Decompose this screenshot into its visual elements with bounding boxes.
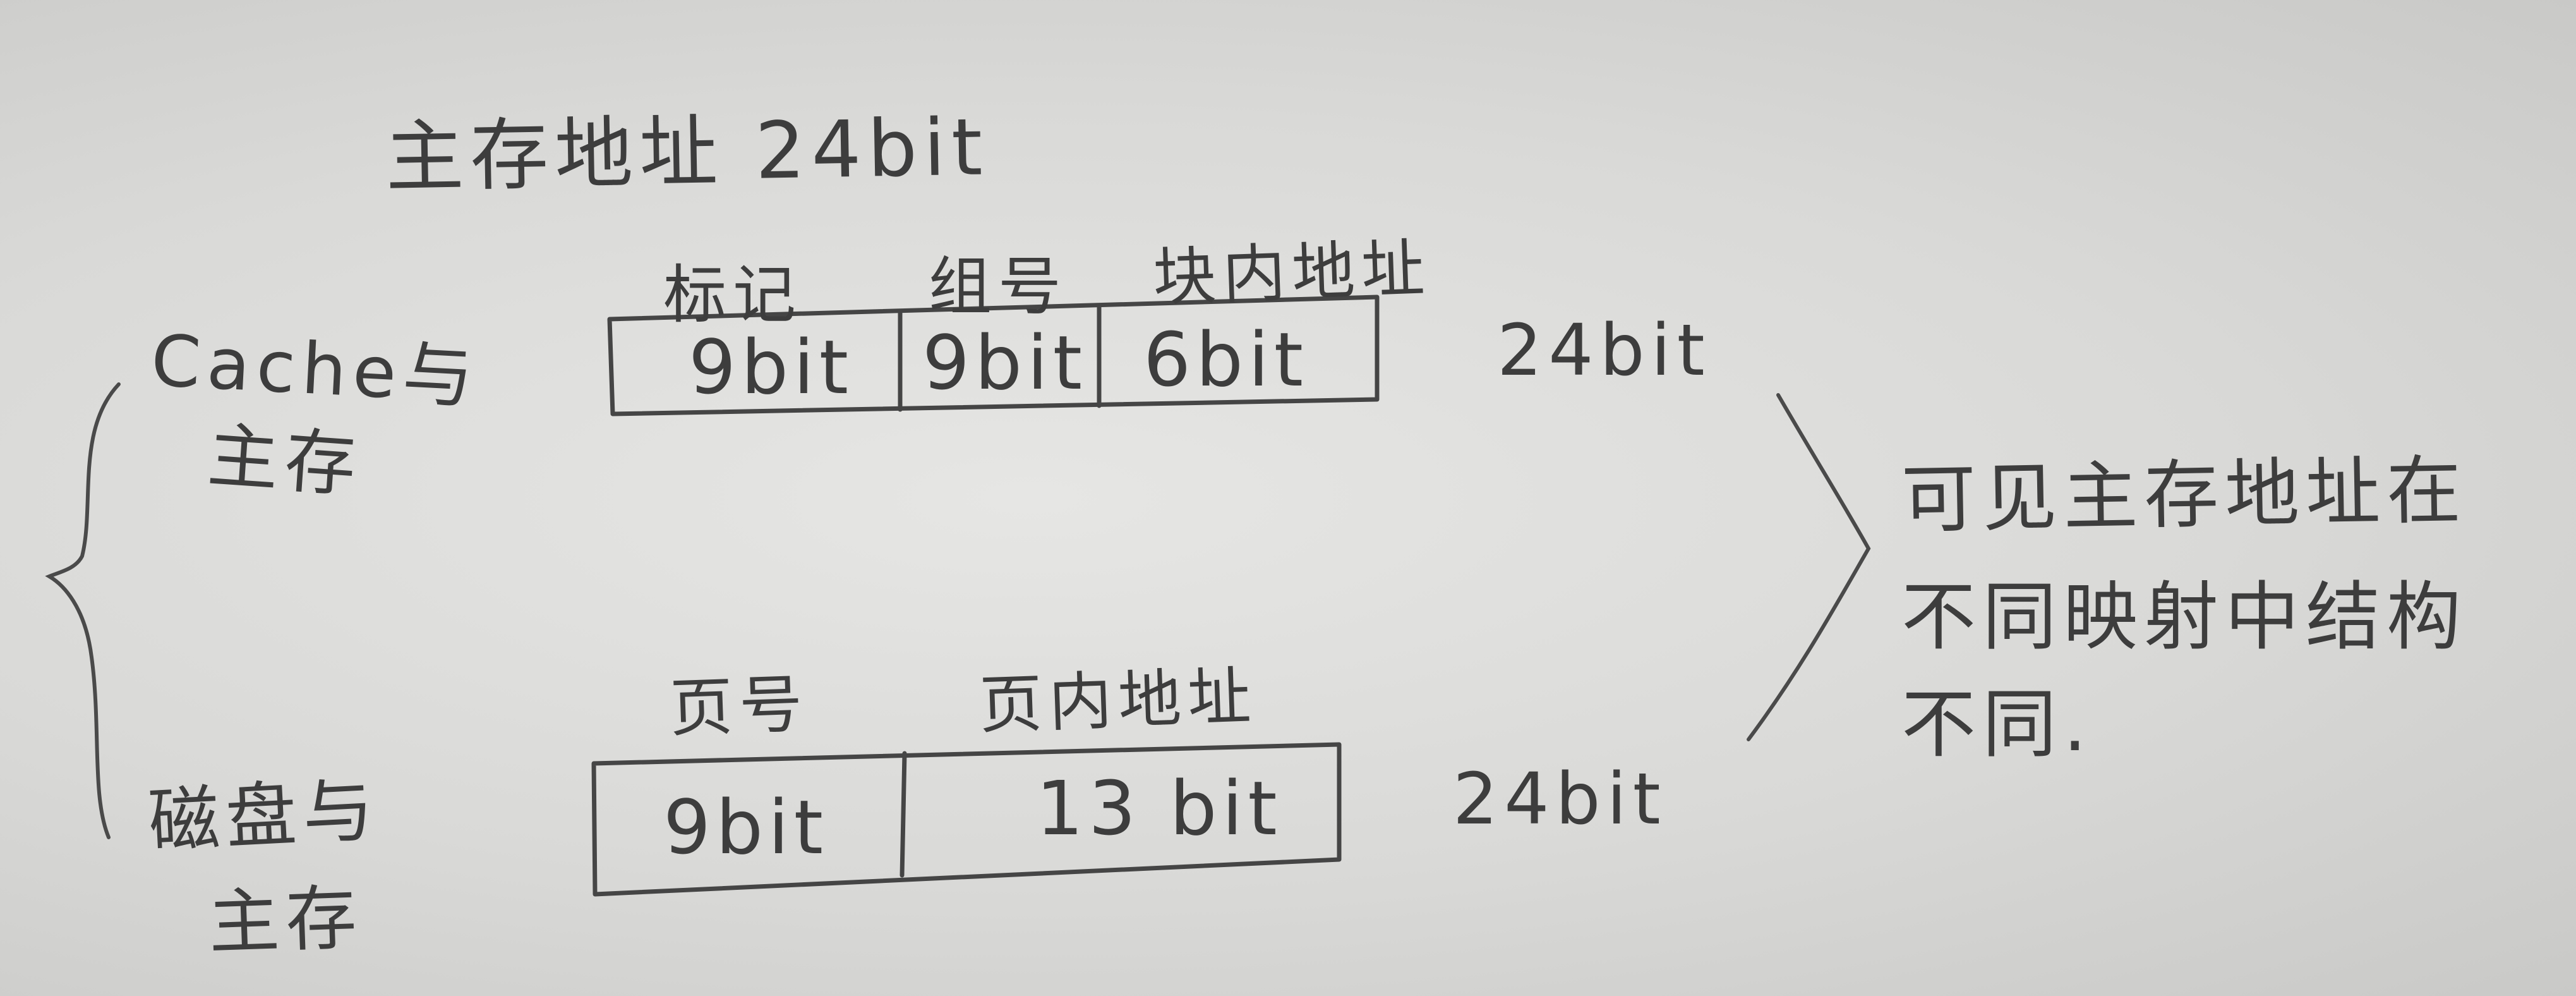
cache-address-box	[607, 295, 1380, 416]
disk-field-page-number: 9bit	[663, 784, 829, 871]
cache-field-tag: 9bit	[689, 324, 854, 411]
cache-field-set: 9bit	[922, 319, 1088, 406]
cache-total-bits: 24bit	[1497, 310, 1711, 392]
cache-header-offset: 块内地址	[1152, 231, 1433, 315]
left-brace	[45, 382, 121, 839]
disk-header-page-number: 页号	[668, 667, 810, 746]
disk-header-page-offset: 页内地址	[978, 659, 1259, 743]
right-brace	[1747, 393, 1871, 741]
conclusion-line1: 可见主存地址在	[1900, 446, 2469, 544]
disk-field-page-offset: 13 bit	[1036, 765, 1282, 852]
disk-divider	[900, 751, 907, 878]
cache-label-line2: 主存	[205, 415, 365, 507]
cache-header-tag: 标记	[663, 258, 802, 332]
disk-address-box	[591, 742, 1342, 897]
cache-header-set: 组号	[929, 250, 1068, 324]
disk-label-line2: 主存	[207, 877, 364, 964]
page-title: 主存地址 24bit	[384, 102, 990, 203]
conclusion-line3: 不同.	[1901, 681, 2093, 768]
disk-total-bits: 24bit	[1453, 758, 1667, 841]
conclusion-line2: 不同映射中结构	[1901, 573, 2468, 660]
disk-label-line1: 磁盘与	[147, 768, 382, 863]
cache-field-offset: 6bit	[1143, 316, 1309, 403]
